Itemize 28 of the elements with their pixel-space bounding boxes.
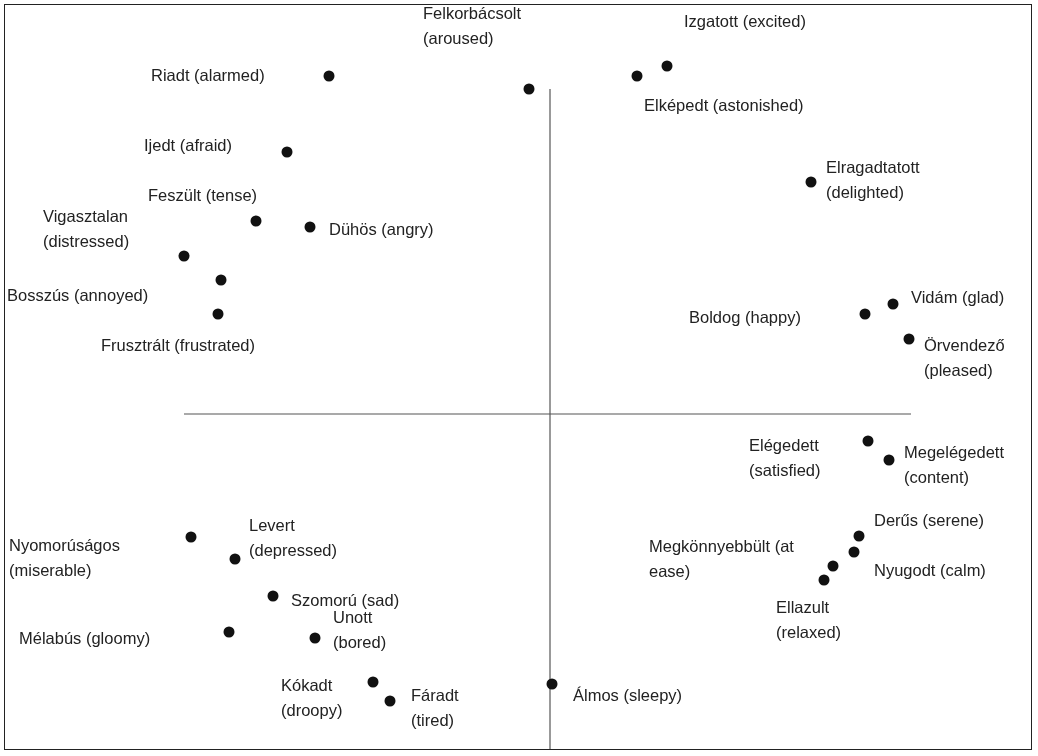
- point-label: Felkorbácsolt (aroused): [423, 5, 523, 49]
- point-label: Elégedett (satisfied): [749, 435, 822, 481]
- point-label: Frusztrált (frustrated): [101, 335, 256, 356]
- point-label: Mélabús (gloomy): [19, 628, 151, 649]
- point-label: Nyugodt (calm): [874, 560, 986, 581]
- point-label: Feszült (tense): [148, 185, 258, 206]
- point-label: Megkönnyebbült (at ease): [649, 536, 795, 582]
- point-label: Derűs (serene): [874, 510, 985, 531]
- point-label: Nyomorúságos (miserable): [9, 535, 121, 581]
- point-label: Levert (depressed): [249, 515, 339, 561]
- point-label: Riadt (alarmed): [151, 65, 265, 86]
- point-label: Vigasztalan (distressed): [43, 206, 131, 252]
- point-label: Dühös (angry): [329, 219, 434, 240]
- point-label: Álmos (sleepy): [573, 685, 683, 706]
- point-label: Vidám (glad): [911, 287, 1005, 308]
- point-label: Ijedt (afraid): [144, 135, 233, 156]
- point-label: Örvendező (pleased): [924, 335, 1006, 381]
- point-label: Boldog (happy): [689, 307, 801, 328]
- point-label: Elképedt (astonished): [644, 95, 804, 116]
- point-label: Megelégedett (content): [904, 442, 1005, 488]
- point-label: Fáradt (tired): [411, 685, 460, 731]
- point-label: Unott (bored): [333, 608, 387, 653]
- point-label: Bosszús (annoyed): [7, 285, 149, 306]
- point-label: Szomorú (sad): [291, 590, 400, 611]
- point-label: Ellazult (relaxed): [776, 597, 843, 643]
- point-label: Elragadtatott (delighted): [826, 157, 921, 203]
- point-label: Kókadt (droopy): [281, 675, 344, 721]
- point-label: Izgatott (excited): [684, 11, 806, 32]
